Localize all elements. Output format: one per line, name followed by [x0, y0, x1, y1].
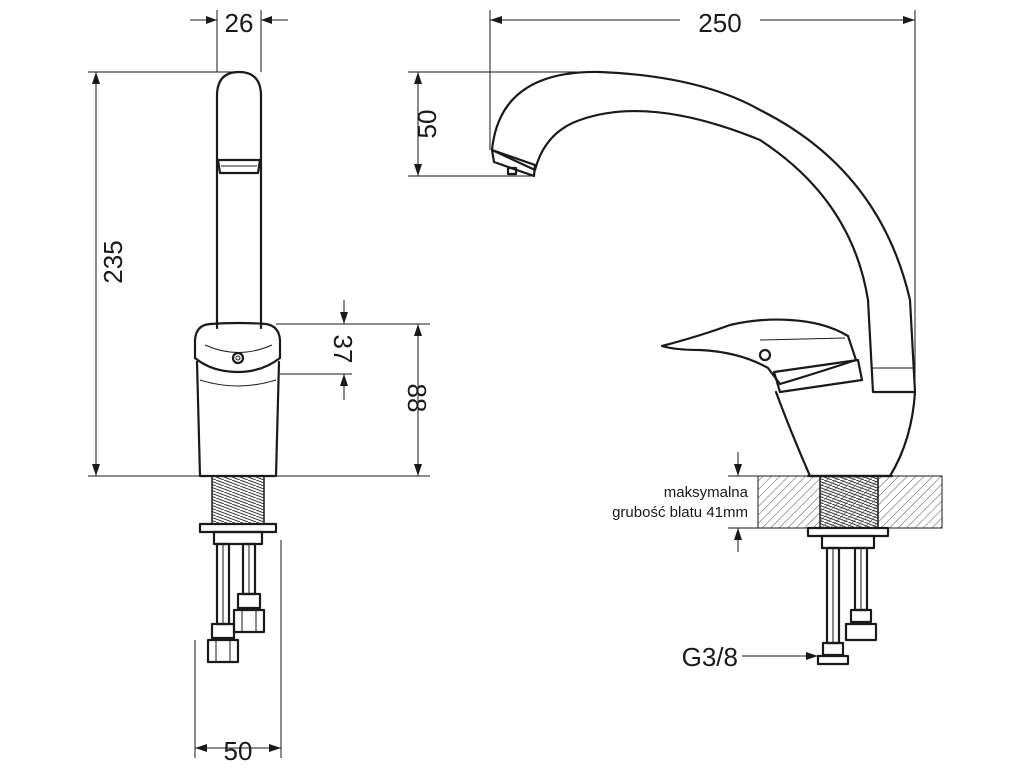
countertop-note-line2: grubość blatu 41mm: [612, 504, 748, 521]
front-lever-cap: [193, 321, 282, 374]
side-dimensions: 250 50 maksymalna grubość blatu 41mm G3/…: [408, 8, 916, 672]
front-spout-column: [215, 70, 263, 330]
front-hoses: [206, 542, 266, 664]
side-body: [774, 390, 917, 478]
side-view: [490, 70, 943, 666]
dim-base-width: 50: [224, 736, 253, 766]
side-thread: [819, 475, 879, 529]
dim-spout-drop: 50: [412, 110, 442, 139]
side-hoses: [816, 546, 878, 666]
dim-lever-height: 37: [328, 335, 358, 364]
countertop-note-line1: maksymalna: [664, 484, 749, 501]
front-mounting-plate: [198, 522, 278, 534]
side-spout: [490, 70, 917, 394]
front-dimensions: 26 235 37 88 50: [88, 8, 432, 766]
front-aerator: [216, 158, 262, 175]
dim-thread: G3/8: [682, 642, 738, 672]
dim-reach: 250: [698, 8, 741, 38]
front-view: [193, 70, 282, 664]
dim-body-height: 88: [402, 384, 432, 413]
dim-total-height: 235: [98, 240, 128, 283]
dim-spout-width: 26: [225, 8, 254, 38]
front-indicator-dot: [231, 351, 245, 365]
front-body: [195, 360, 281, 478]
side-lever: [660, 318, 858, 386]
front-thread: [211, 475, 265, 525]
